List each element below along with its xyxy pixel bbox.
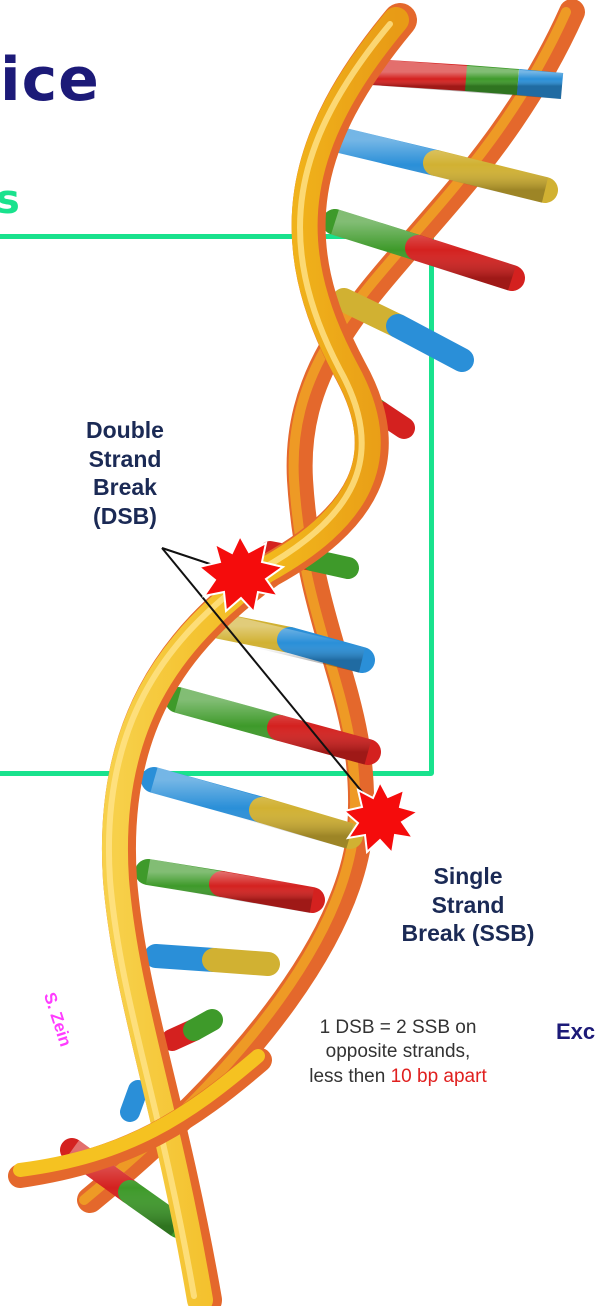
dsb-definition-note: 1 DSB = 2 SSB on opposite strands, less … xyxy=(258,1016,538,1089)
base-pair-rung xyxy=(344,300,462,360)
dsb-label-line: Double xyxy=(50,416,200,445)
definition-highlight: 10 bp apart xyxy=(391,1066,487,1087)
base-pair-rung xyxy=(130,1090,138,1112)
base-pair-rung xyxy=(156,956,268,964)
ssb-label-line: Break (SSB) xyxy=(378,919,558,948)
base-pair-rung xyxy=(372,72,562,86)
base-pair-rung xyxy=(340,140,545,190)
definition-line: opposite strands, xyxy=(258,1040,538,1064)
ssb-label-line: Single xyxy=(378,862,558,891)
base-pair-rung xyxy=(154,780,350,836)
cropped-heading-fragment: Exc xyxy=(556,1019,595,1045)
ssb-label-line: Strand xyxy=(378,891,558,920)
definition-line: less then 10 bp apart xyxy=(258,1065,538,1089)
ssb-label: Single Strand Break (SSB) xyxy=(378,862,558,948)
dsb-label-line: Strand xyxy=(50,445,200,474)
definition-text: less then xyxy=(309,1066,390,1087)
definition-line: 1 DSB = 2 SSB on xyxy=(258,1016,538,1040)
dsb-label: Double Strand Break (DSB) xyxy=(50,416,200,530)
base-pair-rung xyxy=(148,872,312,900)
dsb-label-line: (DSB) xyxy=(50,502,200,531)
dsb-label-line: Break xyxy=(50,473,200,502)
base-pair-rung xyxy=(172,1020,212,1040)
